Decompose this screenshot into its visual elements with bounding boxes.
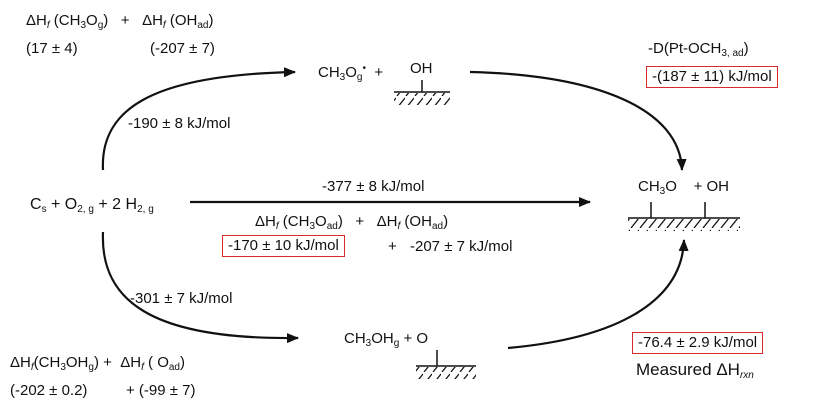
middle-hf-b-f: f <box>397 221 401 232</box>
middle-hf-b-open: (OH <box>400 213 432 230</box>
bottom-product-oh: OH <box>371 330 394 347</box>
bottom-hf-a-sub3: 3 <box>60 362 66 373</box>
bottom-hf-b-symbol: ΔH <box>120 354 142 371</box>
measured-label-text: Measured ΔH <box>636 360 740 379</box>
bottom-hf-a-f: f <box>30 362 34 373</box>
direct-arrow-label: -377 ± 8 kJ/mol <box>322 178 425 195</box>
bottom-hf-a-symbol: ΔH <box>10 354 31 371</box>
top-plus: + <box>120 12 130 29</box>
top-product-o: O <box>345 64 357 81</box>
measured-label: Measured ΔHrxn <box>636 360 754 381</box>
middle-plus: + <box>355 213 365 230</box>
reactant-c: C <box>30 196 42 213</box>
reactants: Cs + O2, g + 2 H2, g <box>30 196 154 215</box>
final-product-species: CH3O + OH <box>638 178 730 197</box>
top-hf-b-symbol: ΔH <box>142 12 163 29</box>
measured-label-sub: rxn <box>739 370 754 381</box>
top-value-b: (-207 ± 7) <box>150 40 215 57</box>
middle-hf-a-o: O <box>315 213 327 230</box>
middle-value-b: -207 ± 7 kJ/mol <box>410 238 513 255</box>
top-hf-a-open: (CH <box>49 12 81 29</box>
top-oh-label: OH <box>410 60 433 77</box>
top-hf-a-close: ) <box>103 12 109 29</box>
top-product-radical: • <box>362 63 366 74</box>
arrow-bottom-to-product <box>507 239 689 350</box>
top-hf-a-g: g <box>97 20 104 31</box>
bottom-hf-a-close: ) + <box>93 354 112 371</box>
bottom-hf-a-g: g <box>88 362 94 373</box>
arrow-top-to-product <box>469 70 687 171</box>
bottom-enthalpy-labels: ΔHf(CH3OHg) + ΔHf ( Oad) <box>10 354 185 373</box>
final-product-sub3: 3 <box>659 186 666 197</box>
reactant-c-sub: s <box>41 204 47 215</box>
bond-energy-sub: 3, ad <box>721 48 744 59</box>
top-product-ch: CH <box>318 64 340 81</box>
bottom-arrow-label: -301 ± 7 kJ/mol <box>130 290 233 307</box>
bottom-hf-a-oh: OH <box>65 354 89 371</box>
bottom-product-ch: CH <box>344 330 366 347</box>
top-product-sub3: 3 <box>339 72 346 83</box>
reactant-o2: + O <box>46 196 78 213</box>
measured-value-box: -76.4 ± 2.9 kJ/mol <box>632 332 764 354</box>
bond-energy-pre: -D(Pt-OCH <box>648 40 722 57</box>
top-product-plus: + <box>374 64 384 81</box>
bottom-value-b: + (-99 ± 7) <box>126 382 196 399</box>
top-hf-b-f: f <box>162 20 166 31</box>
formation-value-box: -170 ± 10 kJ/mol <box>222 235 345 257</box>
bottom-hf-b-close: ) <box>179 354 185 371</box>
reactant-o2-sub: 2, g <box>77 204 94 215</box>
bottom-intermediate-species: CH3OHg + O <box>344 330 429 349</box>
surface-top <box>394 80 450 105</box>
final-product-ch: CH <box>638 178 660 195</box>
bottom-value-a: (-202 ± 0.2) <box>10 382 88 399</box>
middle-hf-a-symbol: ΔH <box>255 213 276 230</box>
top-hf-b-open: (OH <box>165 12 198 29</box>
surface-bottom <box>416 350 476 379</box>
middle-enthalpy-labels: ΔHf (CH3Oad) + ΔHf (OHad) <box>255 213 449 232</box>
top-product-g: g <box>356 72 363 83</box>
top-hf-a-o: O <box>86 12 98 29</box>
bottom-product-g: g <box>393 338 400 349</box>
top-enthalpy-labels: ΔHf (CH3Og) + ΔHf (OHad) <box>26 12 214 31</box>
top-hf-a-f: f <box>46 20 50 31</box>
bottom-product-o: + O <box>399 330 429 347</box>
middle-hf-b-ad: ad <box>431 221 444 232</box>
middle-hf-a-f: f <box>275 221 279 232</box>
top-hf-b-ad: ad <box>197 20 209 31</box>
bottom-hf-a-open: (CH <box>33 354 61 371</box>
top-arrow-label: -190 ± 8 kJ/mol <box>128 115 231 132</box>
reactant-h2-sub: 2, g <box>137 204 154 215</box>
top-hf-b-close: ) <box>208 12 214 29</box>
middle-value-plus: + <box>388 238 397 255</box>
middle-hf-a-close: ) <box>337 213 343 230</box>
arrow-to-top-intermediate <box>101 67 296 171</box>
bond-energy-post: ) <box>743 40 749 57</box>
final-product-o: O <box>665 178 677 195</box>
middle-hf-b-close: ) <box>443 213 449 230</box>
top-intermediate-species: CH3Og• + <box>318 63 384 83</box>
middle-hf-a-sub3: 3 <box>309 221 316 232</box>
bottom-hf-b-f: f <box>141 362 144 373</box>
reactant-h2: + 2 H <box>93 196 138 213</box>
final-product-oh: + OH <box>693 178 730 195</box>
bond-energy-value-box: -(187 ± 11) kJ/mol <box>646 66 778 88</box>
top-hf-a-sub3: 3 <box>80 20 87 31</box>
middle-hf-b-symbol: ΔH <box>376 213 398 230</box>
middle-hf-a-ad: ad <box>326 221 338 232</box>
bottom-hf-b-ad: ad <box>168 362 180 373</box>
top-hf-a-symbol: ΔH <box>26 12 47 29</box>
bottom-product-sub3: 3 <box>365 338 372 349</box>
middle-hf-a-open: (CH <box>278 213 310 230</box>
surface-product <box>628 202 740 231</box>
top-value-a: (17 ± 4) <box>26 40 78 57</box>
bottom-hf-b-open: ( O <box>143 354 169 371</box>
arrow-to-bottom-intermediate <box>101 231 299 344</box>
bond-energy-label: -D(Pt-OCH3, ad) <box>648 40 749 59</box>
